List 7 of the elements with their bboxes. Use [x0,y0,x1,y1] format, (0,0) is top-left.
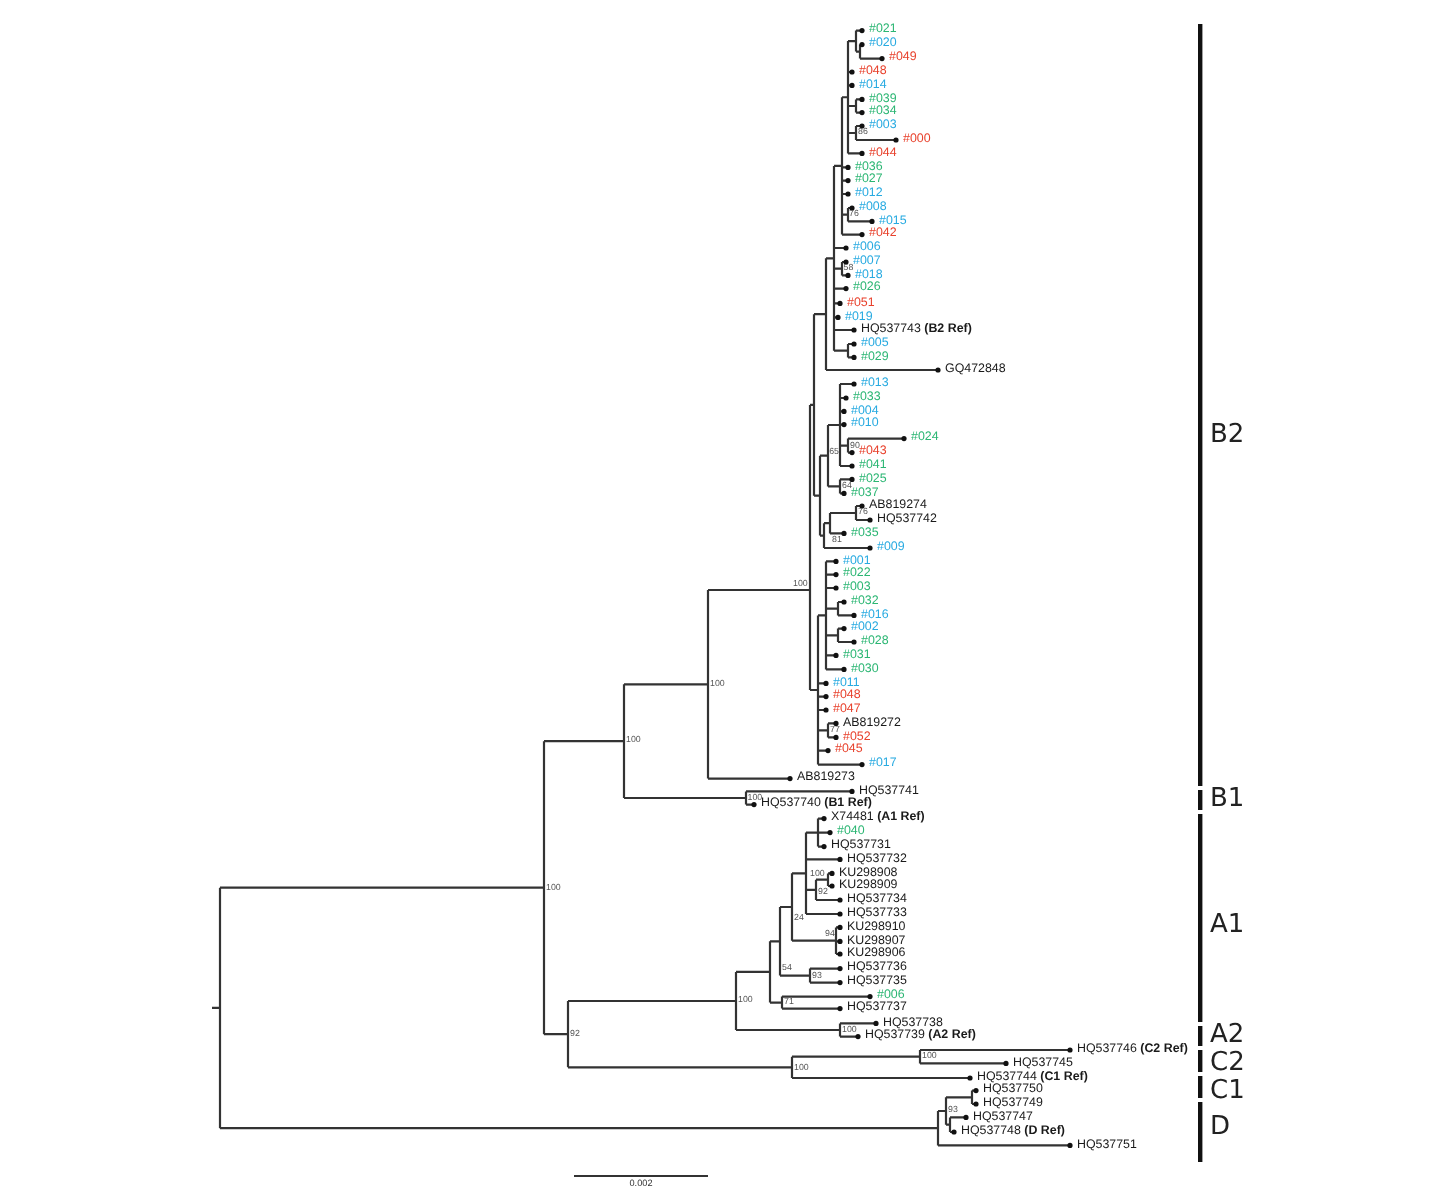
clade-label: B2 [1210,421,1245,447]
clade-label: B1 [1210,785,1245,811]
clade-label: A1 [1210,911,1245,937]
clade-label: A2 [1210,1021,1245,1047]
clade-label: C2 [1210,1049,1245,1075]
clade-label: C1 [1210,1077,1245,1103]
clade-label: D [1210,1113,1231,1139]
